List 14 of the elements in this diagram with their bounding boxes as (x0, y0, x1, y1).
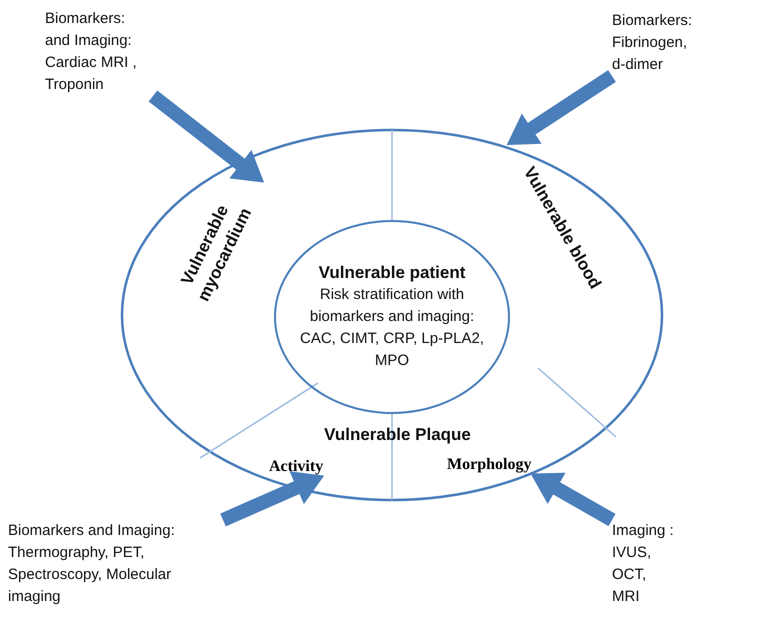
sector-label: Vulnerable Plaque (323, 424, 472, 446)
annotation-text: Biomarkers and Imaging: Thermography, PET, Spectroscopy, Molecular imaging (8, 520, 223, 608)
sector-label: Activity (269, 458, 324, 476)
inner-ellipse (274, 220, 510, 414)
heading-text: Vulnerable patient (318, 262, 466, 284)
annotation-text: Biomarkers: Fibrinogen, d-dimer (612, 10, 700, 76)
sector-label: Morphology (447, 456, 532, 474)
annotation-text: Imaging : IVUS, OCT, MRI (612, 520, 676, 608)
block-arrow (148, 90, 264, 183)
block-arrow (530, 472, 616, 526)
block-arrow (506, 70, 616, 146)
description-text: Risk stratification with biomarkers and imaging: CAC, CIMT, CRP, Lp-PLA2, MPO (299, 285, 485, 371)
block-arrow (220, 471, 324, 526)
annotation-text: Biomarkers: and Imaging: Cardiac MRI , Troponin (45, 8, 153, 96)
